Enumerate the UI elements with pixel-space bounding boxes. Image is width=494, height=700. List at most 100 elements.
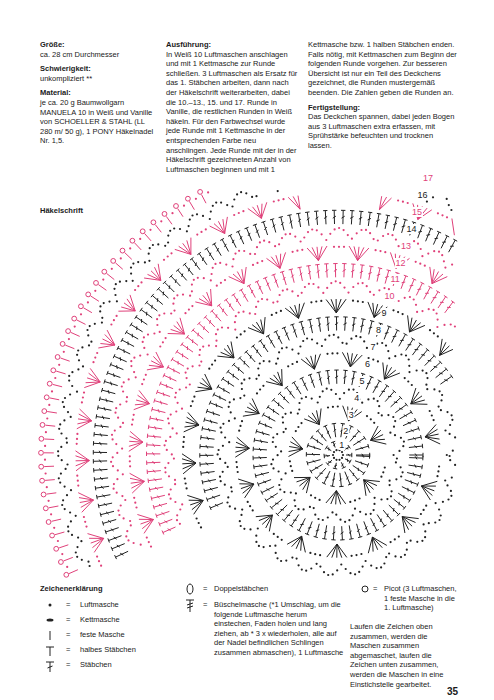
stitch-symbol <box>311 398 313 400</box>
stitch-symbol <box>388 357 390 359</box>
stitch-symbol <box>152 407 153 411</box>
stitch-symbol <box>159 345 161 347</box>
stitch-symbol <box>294 330 296 333</box>
stitch-symbol <box>169 285 171 289</box>
stitch-symbol <box>215 345 217 347</box>
stitch-symbol <box>153 470 155 473</box>
stitch-symbol <box>359 511 361 513</box>
stitch-symbol <box>151 496 152 500</box>
stitch-symbol <box>179 508 181 510</box>
stitch-symbol <box>112 544 125 549</box>
stitch-symbol <box>200 435 202 439</box>
stitch-symbol <box>114 430 116 432</box>
stitch-symbol <box>300 377 304 379</box>
stitch-symbol <box>443 324 445 326</box>
stitch-symbol <box>343 270 346 272</box>
stitch-symbol <box>420 282 424 284</box>
stitch-symbol <box>275 552 277 554</box>
stitch-symbol <box>57 540 59 542</box>
stitch-symbol <box>415 456 417 459</box>
stitch-symbol <box>327 406 329 408</box>
stitch-symbol <box>327 323 330 325</box>
stitch-symbol <box>348 484 352 486</box>
stitch-symbol <box>333 457 335 459</box>
stitch-symbol <box>409 455 423 456</box>
stitch-symbol <box>399 502 400 506</box>
stitch-symbol <box>286 346 288 348</box>
stitch-symbol <box>252 325 263 334</box>
stitch-symbol <box>148 541 150 543</box>
stitch-symbol <box>257 282 263 294</box>
stitch-symbol <box>168 529 171 531</box>
stitch-symbol <box>242 311 244 313</box>
stitch-symbol <box>326 388 328 390</box>
stitch-symbol <box>276 332 282 344</box>
stitch-symbol <box>389 505 399 515</box>
stitch-symbol <box>358 537 362 538</box>
stitch-symbol <box>433 354 436 357</box>
stitch-symbol <box>354 573 356 575</box>
stitch-symbol <box>369 321 372 334</box>
stitch-symbol <box>100 565 102 567</box>
stitch-symbol <box>424 530 426 532</box>
stitch-symbol <box>98 285 106 291</box>
stitch-symbol <box>378 405 380 407</box>
body-text: ca. 28 cm Durchmesser <box>40 50 158 60</box>
stitch-symbol <box>319 566 321 568</box>
stitch-symbol <box>163 312 165 314</box>
stitch-symbol <box>207 411 220 415</box>
stitch-symbol <box>316 342 318 344</box>
stitch-symbol <box>101 511 114 514</box>
stitch-symbol <box>149 427 163 429</box>
stitch-symbol <box>167 255 169 257</box>
stitch-symbol <box>335 393 337 395</box>
stitch-symbol <box>84 382 100 388</box>
stitch-symbol <box>157 298 159 302</box>
stitch-symbol <box>102 390 115 394</box>
stitch-symbol <box>391 490 393 492</box>
stitch-symbol <box>183 263 186 266</box>
stitch-symbol <box>373 381 380 393</box>
stitch-symbol <box>347 477 349 480</box>
stitch-symbol <box>58 364 60 366</box>
stitch-symbol <box>94 357 96 359</box>
stitch-symbol <box>332 454 334 456</box>
stitch-symbol <box>228 234 232 236</box>
stitch-symbol <box>168 422 170 424</box>
stitch-symbol <box>387 350 389 352</box>
stitch-symbol <box>249 505 251 507</box>
stitch-symbol <box>182 274 183 278</box>
stitch-symbol <box>276 557 278 559</box>
stitch-symbol <box>436 475 438 477</box>
stitch-symbol <box>224 436 226 438</box>
stitch-symbol <box>130 360 132 362</box>
stitch-symbol <box>266 335 270 337</box>
stitch-symbol <box>119 281 121 283</box>
stitch-symbol <box>210 279 212 281</box>
stitch-symbol <box>228 420 230 422</box>
stitch-symbol <box>229 401 231 403</box>
stitch-symbol <box>216 285 218 287</box>
stitch-symbol <box>319 372 322 385</box>
stitch-symbol <box>40 423 45 428</box>
stitch-symbol <box>112 438 114 440</box>
stitch-symbol <box>402 487 414 493</box>
stitch-symbol <box>423 523 425 525</box>
stitch-symbol <box>334 210 335 224</box>
stitch-symbol <box>71 385 73 387</box>
stitch-symbol <box>322 292 324 294</box>
stitch-symbol <box>413 491 415 495</box>
stitch-symbol <box>202 378 212 389</box>
stitch-symbol <box>302 536 306 552</box>
stitch-symbol <box>130 478 144 481</box>
stitch-symbol <box>231 490 233 492</box>
stitch-symbol <box>111 268 113 270</box>
stitch-symbol <box>409 499 411 503</box>
stitch-symbol <box>312 283 314 285</box>
stitch-symbol <box>149 229 151 231</box>
stitch-symbol <box>199 453 200 457</box>
stitch-symbol <box>75 551 77 553</box>
stitch-symbol <box>146 461 147 465</box>
stitch-symbol <box>46 520 51 525</box>
stitch-symbol <box>291 290 293 292</box>
